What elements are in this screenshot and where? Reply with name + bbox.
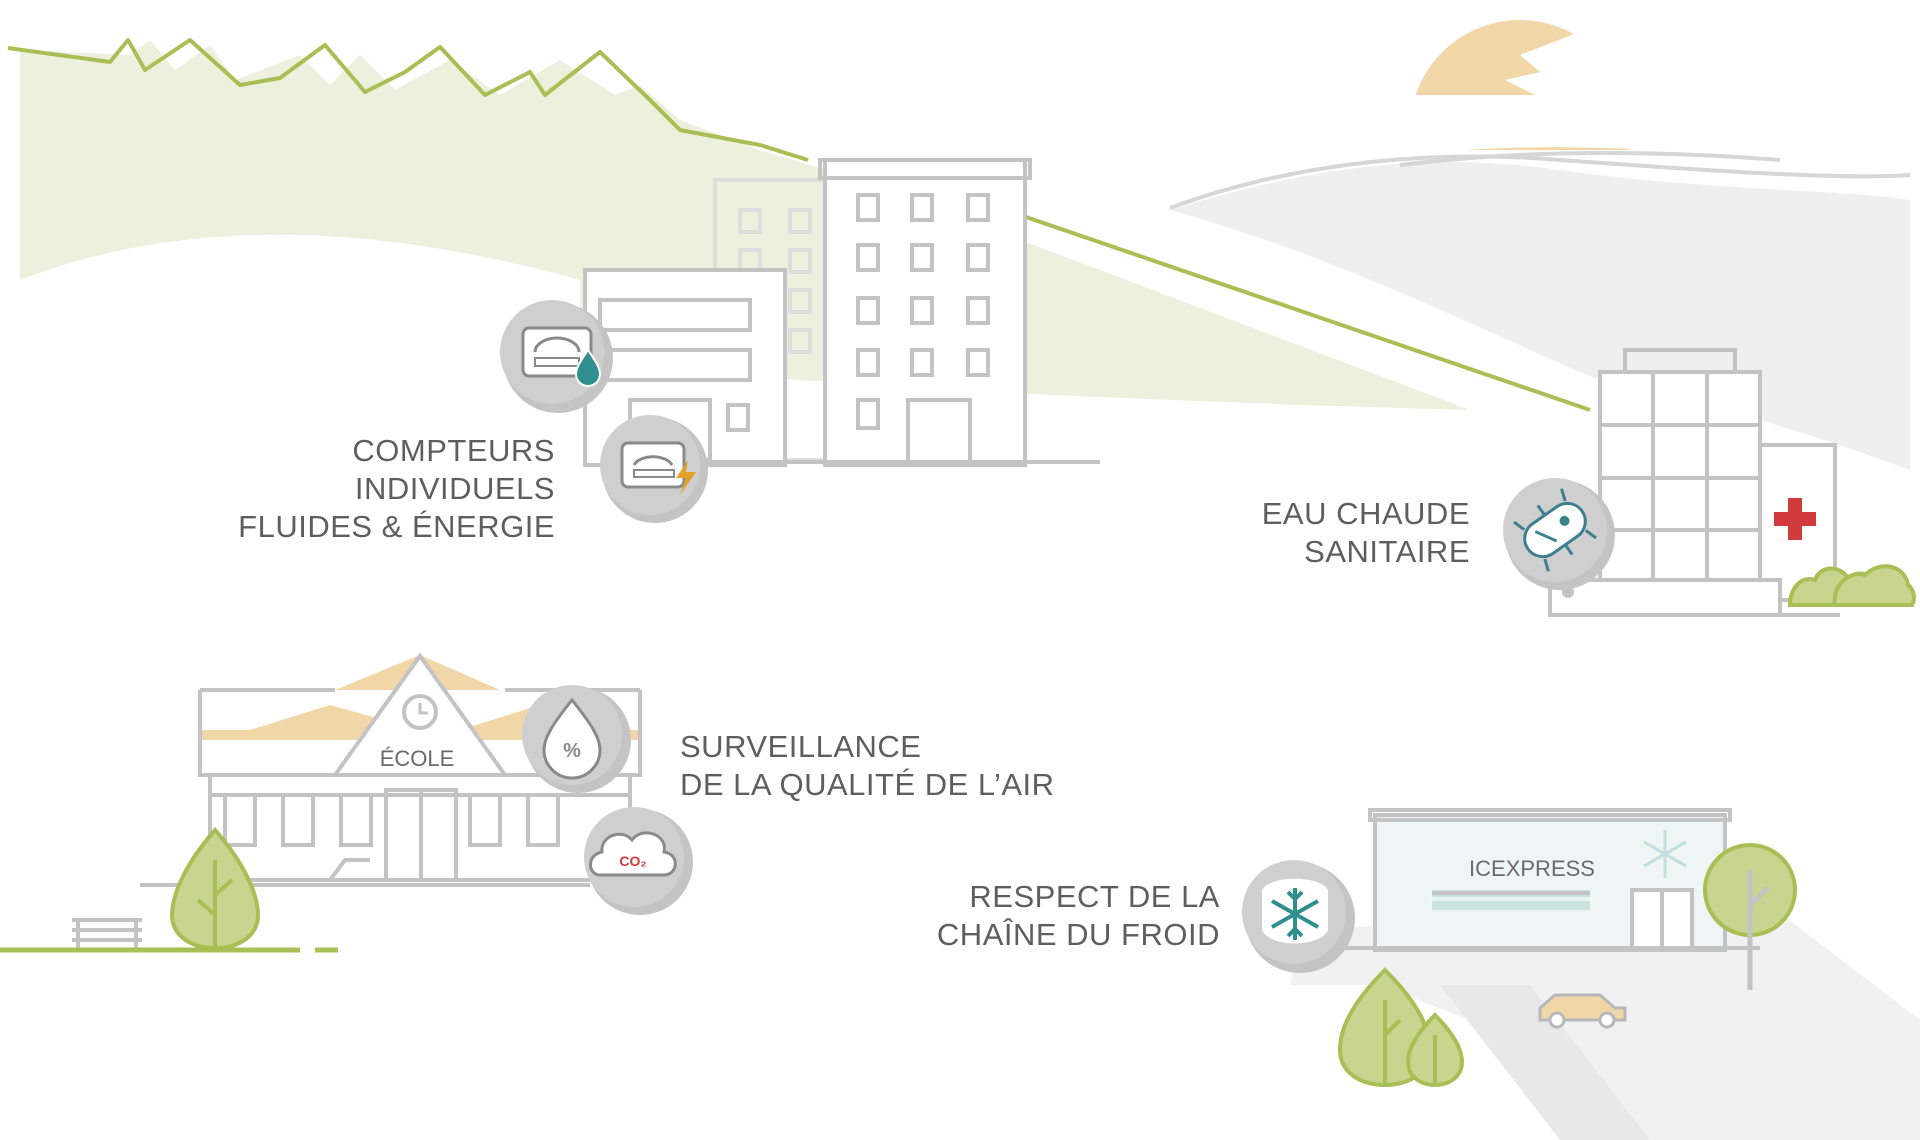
air-quality-label-line-2: DE LA QUALITÉ DE L’AIR [680, 767, 1055, 802]
school-sign: ÉCOLE [380, 746, 455, 771]
road [1440, 985, 1650, 1140]
grey-hill-line-2 [1399, 151, 1781, 167]
meters-label-line-2: INDIVIDUELS [354, 471, 555, 506]
store-front-trees [1337, 967, 1465, 1088]
snowflake-badge [1242, 860, 1355, 973]
sun-mask [1380, 20, 1900, 165]
co2-label: CO₂ [619, 853, 646, 869]
humidity-icon: % [542, 697, 602, 780]
bacteria-badge [1503, 478, 1615, 590]
air-quality-label: SURVEILLANCE DE LA QUALITÉ DE L’AIR [680, 728, 1180, 804]
meters-label: COMPTEURS INDIVIDUELS FLUIDES & ÉNERGIE [160, 432, 555, 546]
meters-label-line-1: COMPTEURS [352, 433, 555, 468]
medical-cross-icon [1774, 498, 1816, 540]
hospital-bushes [1787, 564, 1916, 607]
hot-water-label: EAU CHAUDE SANITAIRE [1160, 495, 1470, 571]
co2-badge: CO₂ [584, 807, 693, 915]
store-tree [1703, 843, 1797, 990]
store-snowflake-icon [1643, 830, 1687, 878]
store-sign: ICEXPRESS [1469, 856, 1595, 881]
energy-meter-badge [600, 415, 708, 523]
energy-meter-icon [620, 441, 696, 495]
percent-symbol: % [563, 740, 581, 762]
cold-chain-label-line-2: CHAÎNE DU FROID [936, 917, 1220, 952]
car-icon [1538, 993, 1627, 1029]
pine-ridge-line [7, 38, 809, 162]
meters-label-line-3: FLUIDES & ÉNERGIE [238, 509, 555, 544]
school-tree [169, 826, 261, 951]
grey-hill [1170, 162, 1910, 470]
water-meter-badge [500, 300, 613, 413]
humidity-badge: % [522, 685, 631, 793]
air-quality-label-line-1: SURVEILLANCE [680, 729, 922, 764]
grey-hill-line [1169, 154, 1911, 210]
hot-water-label-line-2: SANITAIRE [1304, 534, 1470, 569]
bacteria-icon [1513, 488, 1597, 572]
co2-cloud-icon: CO₂ [589, 831, 677, 877]
hot-water-label-line-1: EAU CHAUDE [1261, 496, 1470, 531]
green-slope-line [1019, 213, 1591, 412]
cold-chain-label: RESPECT DE LA CHAÎNE DU FROID [860, 878, 1220, 954]
cold-chain-label-line-1: RESPECT DE LA [969, 879, 1220, 914]
green-hill-lower [20, 234, 580, 420]
ice-store-building: ICEXPRESS [1330, 808, 1760, 952]
park-bench [72, 918, 142, 950]
snowflake-icon [1271, 888, 1319, 940]
water-meter-icon [521, 326, 602, 387]
school-building: ÉCOLE [140, 652, 642, 887]
